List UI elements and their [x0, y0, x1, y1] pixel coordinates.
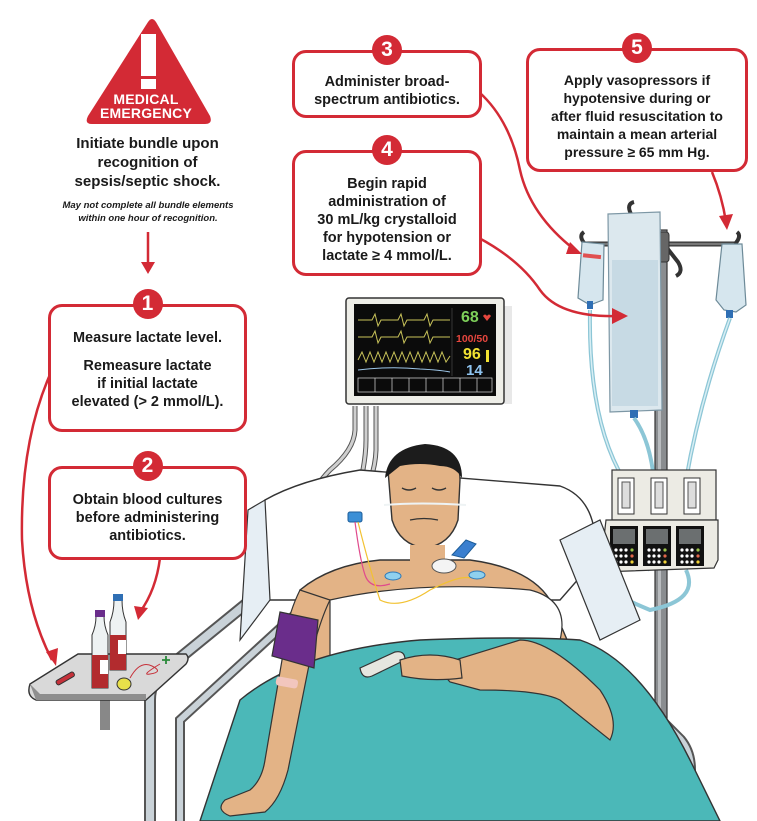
step-text: Administer broad-	[324, 74, 450, 90]
spo2-value: 96	[463, 346, 481, 363]
ecg-leads	[347, 511, 486, 604]
step-text: before administering	[75, 510, 220, 526]
timing-note: May not complete all bundle elements wit…	[48, 199, 248, 225]
step-text: Remeasure lactate	[83, 358, 212, 374]
step-4-box: 4 Begin rapid administration of 30 mL/kg…	[292, 135, 482, 276]
step-number-badge: 3	[372, 35, 402, 65]
step-text: 30 mL/kg crystalloid	[317, 212, 457, 228]
step-text: Obtain blood cultures	[72, 492, 223, 508]
patient-head	[383, 444, 467, 565]
warning-triangle-icon	[86, 19, 211, 124]
intro-line: sepsis/septic shock.	[74, 173, 221, 190]
step-text: Begin rapid	[347, 176, 427, 192]
note-line: within one hour of recognition.	[78, 213, 218, 224]
heart-rate-value: 68	[461, 309, 479, 326]
respiratory-rate-value: 14	[466, 362, 483, 379]
step-3-box: 3 Administer broad- spectrum antibiotics…	[292, 35, 482, 118]
step-text: pressure ≥ 65 mm Hg.	[564, 144, 710, 160]
step-text: if initial lactate	[97, 376, 198, 392]
connector-arrows	[20, 91, 728, 661]
blood-pressure-cuff	[271, 611, 319, 669]
vital-signs-monitor	[345, 297, 512, 405]
step-5-box: 5 Apply vasopressors if hypotensive duri…	[526, 33, 748, 172]
medical-emergency-label: MEDICAL EMERGENCY	[86, 92, 206, 120]
intro-text: Initiate bundle upon recognition of seps…	[50, 134, 245, 191]
warning-line-2: EMERGENCY	[99, 105, 193, 121]
step-number-badge: 1	[132, 289, 163, 319]
intro-line: recognition of	[97, 154, 198, 171]
step-text: Apply vasopressors if	[563, 72, 711, 88]
step-text: elevated (> 2 mmol/L).	[71, 394, 224, 410]
blood-pressure-value: 100/50	[456, 333, 489, 345]
step-number-badge: 4	[372, 135, 402, 165]
step-text: for hypotension or	[322, 230, 452, 246]
step-text: antibiotics.	[109, 528, 186, 544]
step-2-box: 2 Obtain blood cultures before administe…	[48, 451, 247, 560]
step-text: hypotensive during or	[563, 90, 711, 106]
step-number-badge: 2	[132, 451, 163, 481]
arrow-intro-to-step1	[141, 232, 155, 274]
step-text: maintain a mean arterial	[556, 126, 718, 142]
blood-culture-bottle	[91, 610, 109, 689]
warning-line-1: MEDICAL	[113, 91, 179, 107]
bedside-tray	[28, 594, 189, 730]
infusion-pump	[599, 469, 719, 573]
step-text: after fluid resuscitation to	[551, 108, 723, 124]
iv-bag-vasopressor	[715, 243, 747, 318]
step-1-box: 1 Measure lactate level. Remeasure lacta…	[48, 289, 247, 432]
step-text: Measure lactate level.	[72, 330, 223, 346]
step-text: spectrum antibiotics.	[314, 92, 460, 108]
blood-culture-bottle	[109, 594, 127, 671]
iv-bag-antibiotic	[577, 241, 605, 309]
note-line: May not complete all bundle elements	[62, 200, 234, 211]
intro-line: Initiate bundle upon	[76, 135, 219, 152]
step-number-badge: 5	[622, 33, 652, 63]
step-text: administration of	[328, 194, 446, 210]
iv-bag-crystalloid	[607, 211, 663, 418]
step-text: lactate ≥ 4 mmol/L.	[322, 248, 452, 264]
